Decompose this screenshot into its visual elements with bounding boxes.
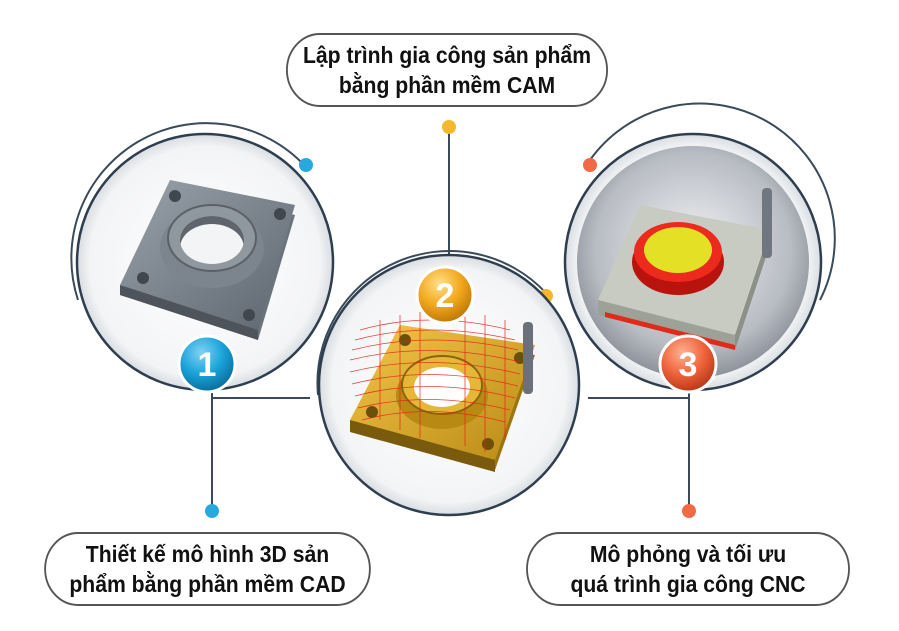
cnc-simulation-model: [598, 188, 772, 350]
step-1-badge: [177, 334, 237, 394]
label-cad-line2: phẩm bằng phần mềm CAD: [69, 571, 346, 597]
dot-orange-bottom: [682, 504, 696, 518]
label-cnc-line1: Mô phỏng và tối ưu: [589, 541, 787, 567]
dot-yellow-top: [442, 120, 456, 134]
cad-flange-model: [120, 180, 295, 340]
circle-cnc: 3: [563, 132, 823, 394]
label-cam-line2: bằng phần mềm CAM: [338, 72, 556, 98]
dot-blue-bottom: [205, 504, 219, 518]
connector-lines: [70, 102, 836, 510]
step-3-badge: [658, 334, 718, 394]
label-cam-step: Lập trình gia công sản phẩm bằng phần mề…: [286, 33, 608, 107]
circle-cam: 2: [317, 253, 581, 517]
circle-cad: 1: [75, 132, 335, 394]
label-cam-line1: Lập trình gia công sản phẩm: [302, 42, 592, 68]
label-cad-step: Thiết kế mô hình 3D sản phẩm bằng phần m…: [44, 532, 371, 606]
step-3-number: 3: [679, 346, 698, 384]
label-cnc-line2: quá trình gia công CNC: [570, 571, 806, 597]
label-cad-line1: Thiết kế mô hình 3D sản: [85, 541, 330, 567]
dot-orange-top: [583, 158, 597, 172]
label-cnc-step: Mô phỏng và tối ưu quá trình gia công CN…: [526, 532, 850, 606]
step-2-number: 2: [436, 277, 455, 315]
step-2-badge: [415, 265, 475, 325]
step-1-number: 1: [198, 346, 217, 384]
cam-toolpath-model: [349, 312, 535, 472]
dot-blue-top: [299, 158, 313, 172]
